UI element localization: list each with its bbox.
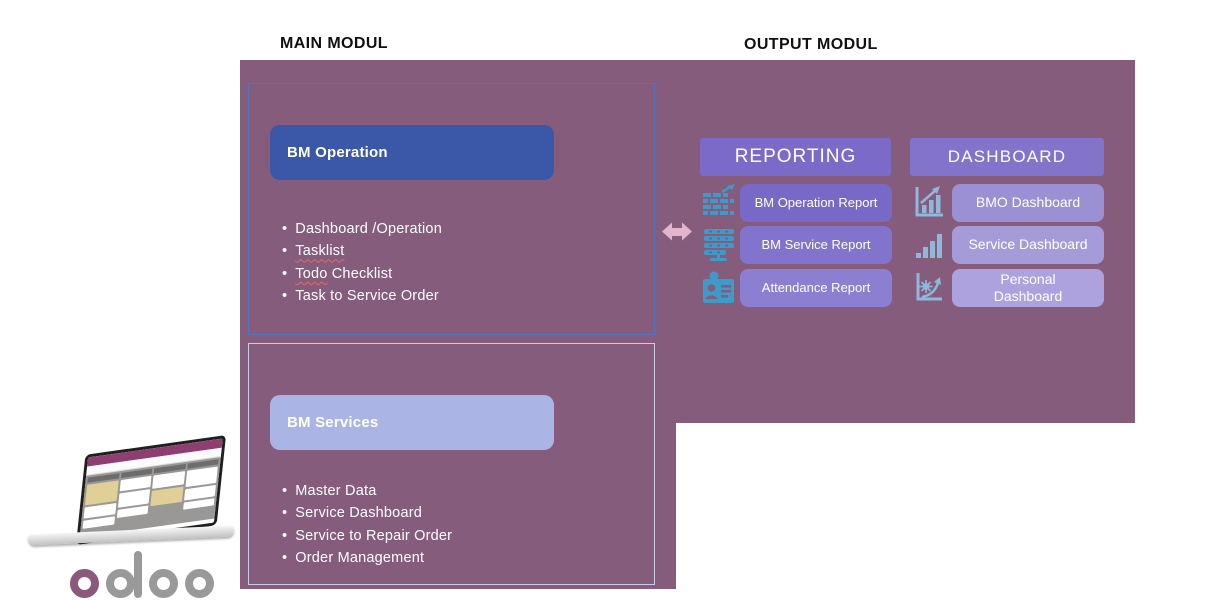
laptop-illustration <box>27 435 238 564</box>
list-item: Tasklist <box>282 240 442 262</box>
bm-services-label: BM Services <box>287 414 379 431</box>
list-item: Master Data <box>282 480 452 502</box>
combo-chart-icon <box>912 184 946 220</box>
stacked-rows-icon <box>702 227 736 263</box>
odoo-letter-o <box>70 569 99 598</box>
reporting-header: REPORTING <box>700 138 891 176</box>
bar-chart-icon <box>913 227 947 263</box>
bm-services-box: BM Services Master Data Service Dashboar… <box>248 343 655 585</box>
pivot-table-icon <box>702 184 736 220</box>
bm-service-report-button[interactable]: BM Service Report <box>740 226 892 264</box>
odoo-logo-text: odoo <box>70 597 71 598</box>
bm-operation-label: BM Operation <box>287 144 388 161</box>
service-dashboard-button[interactable]: Service Dashboard <box>952 226 1104 264</box>
list-item: Todo Checklist <box>282 263 442 285</box>
id-card-icon <box>702 270 736 306</box>
growth-chart-icon <box>912 269 946 305</box>
bmo-dashboard-button[interactable]: BMO Dashboard <box>952 184 1104 222</box>
bm-operation-button[interactable]: BM Operation <box>270 125 554 180</box>
bm-operation-box: BM Operation Dashboard /Operation Taskli… <box>248 83 655 335</box>
bm-services-button[interactable]: BM Services <box>270 395 554 450</box>
personal-dashboard-button[interactable]: Personal Dashboard <box>952 269 1104 307</box>
main-modul-heading: MAIN MODUL <box>280 35 388 52</box>
odoo-letter-d <box>106 551 142 598</box>
list-item: Service to Repair Order <box>282 525 452 547</box>
list-item: Service Dashboard <box>282 502 452 524</box>
output-modul-heading: OUTPUT MODUL <box>744 36 878 53</box>
list-item: Order Management <box>282 547 452 569</box>
odoo-letter-o <box>149 569 178 598</box>
dashboard-header: DASHBOARD <box>910 138 1104 176</box>
bm-operation-report-button[interactable]: BM Operation Report <box>740 184 892 222</box>
attendance-report-button[interactable]: Attendance Report <box>740 269 892 307</box>
bm-operation-list: Dashboard /Operation Tasklist Todo Check… <box>282 218 442 308</box>
odoo-logo: odoo <box>70 551 214 598</box>
double-arrow-icon <box>662 218 692 245</box>
bm-services-list: Master Data Service Dashboard Service to… <box>282 480 452 570</box>
odoo-letter-o <box>185 569 214 598</box>
list-item: Task to Service Order <box>282 285 442 307</box>
list-item: Dashboard /Operation <box>282 218 442 240</box>
